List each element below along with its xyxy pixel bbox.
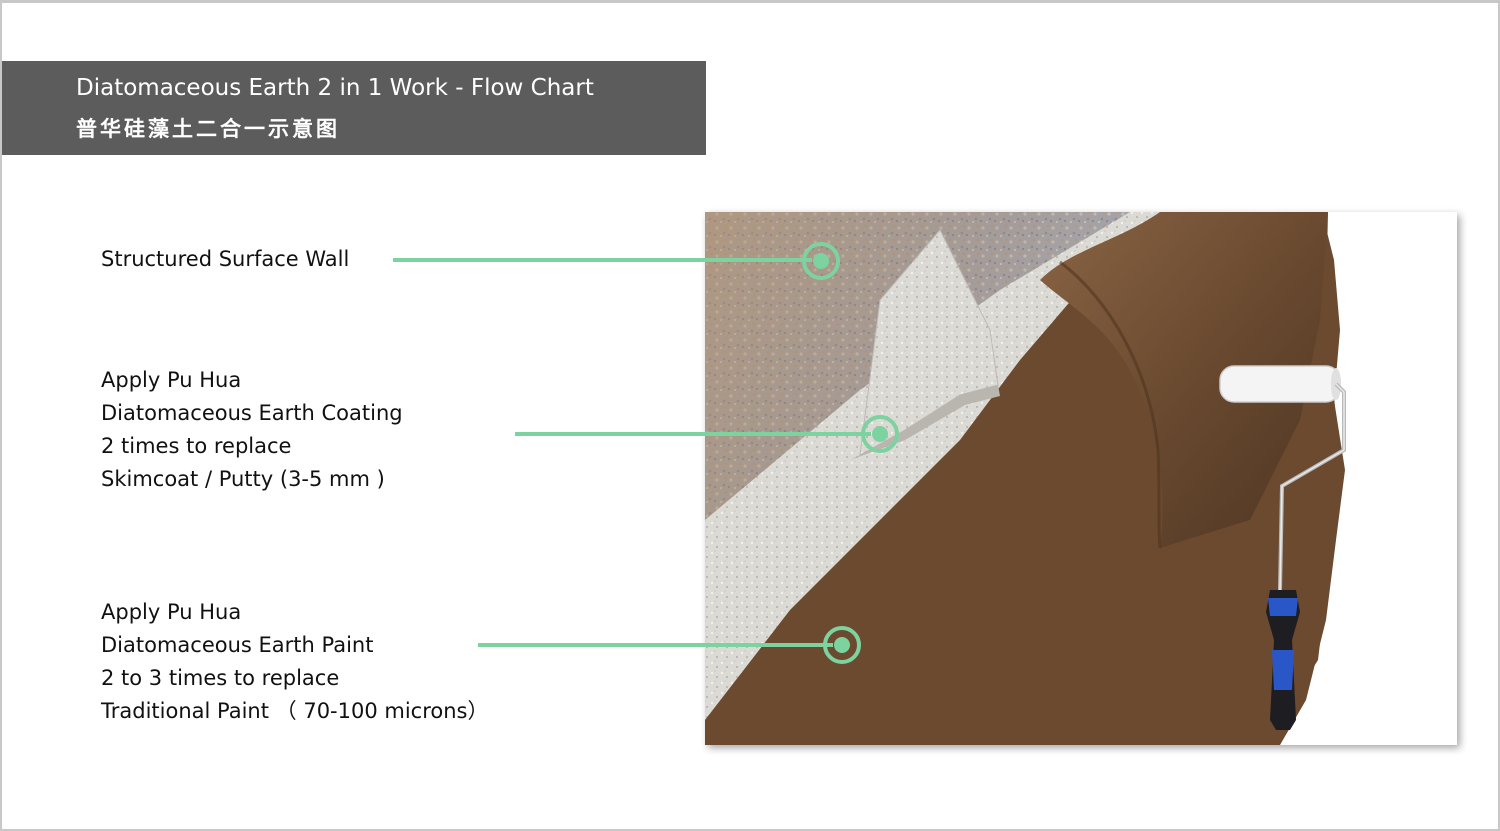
callout-line: Diatomaceous Earth Coating	[101, 401, 403, 425]
illustration-panel	[705, 212, 1457, 745]
title-banner: Diatomaceous Earth 2 in 1 Work - Flow Ch…	[2, 61, 706, 155]
callout-line: Skimcoat / Putty (3-5 mm )	[101, 467, 385, 491]
callout-paint: Apply Pu Hua Diatomaceous Earth Paint 2 …	[101, 596, 489, 728]
title-chinese: 普华硅藻土二合一示意图	[76, 117, 340, 141]
callout-line: 2 to 3 times to replace	[101, 666, 340, 690]
title-english: Diatomaceous Earth 2 in 1 Work - Flow Ch…	[76, 75, 594, 101]
paint-roller-icon	[1219, 365, 1346, 730]
connector-coating	[515, 415, 899, 453]
connector-structured-wall	[393, 242, 840, 280]
connector-paint	[478, 626, 861, 664]
callout-line: Diatomaceous Earth Paint	[101, 633, 374, 657]
callout-line: Apply Pu Hua	[101, 368, 242, 392]
callout-coating: Apply Pu Hua Diatomaceous Earth Coating …	[101, 364, 403, 496]
callout-line: Traditional Paint （ 70-100 microns）	[101, 699, 489, 723]
callout-line: Apply Pu Hua	[101, 600, 242, 624]
callout-structured-wall: Structured Surface Wall	[101, 243, 349, 276]
callout-line: Structured Surface Wall	[101, 247, 350, 271]
callout-line: 2 times to replace	[101, 434, 292, 458]
